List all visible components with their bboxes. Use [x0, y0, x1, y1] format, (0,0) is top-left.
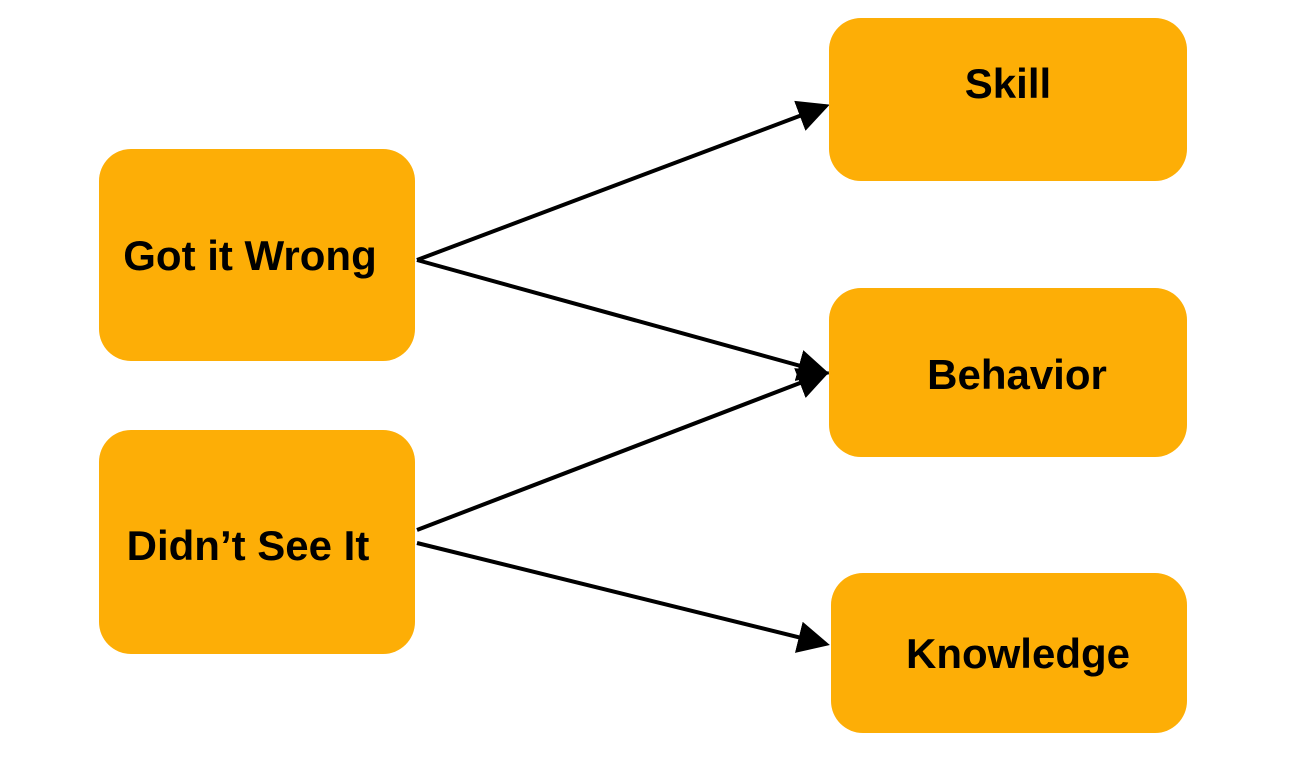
arrow-didnt-see-it-to-behavior: [416, 368, 830, 532]
node-label-knowledge: Knowledge: [905, 630, 1130, 677]
node-got-it-wrong: Got it Wrong: [99, 149, 415, 361]
node-label-skill: Skill: [964, 59, 1052, 107]
arrow-didnt-see-it-to-knowledge: [416, 541, 830, 653]
arrow-got-it-wrong-to-behavior: [416, 258, 830, 381]
node-didnt-see-it: Didn’t See It: [99, 430, 415, 654]
node-label-behavior: Behavior: [927, 350, 1107, 398]
arrow-got-it-wrong-to-skill: [416, 100, 830, 262]
node-skill: Skill: [829, 18, 1187, 181]
node-behavior: Behavior: [829, 288, 1187, 457]
node-knowledge: Knowledge: [831, 573, 1187, 733]
node-label-didnt-see-it: Didn’t See It: [126, 522, 370, 569]
node-label-got-it-wrong: Got it Wrong: [123, 232, 377, 279]
